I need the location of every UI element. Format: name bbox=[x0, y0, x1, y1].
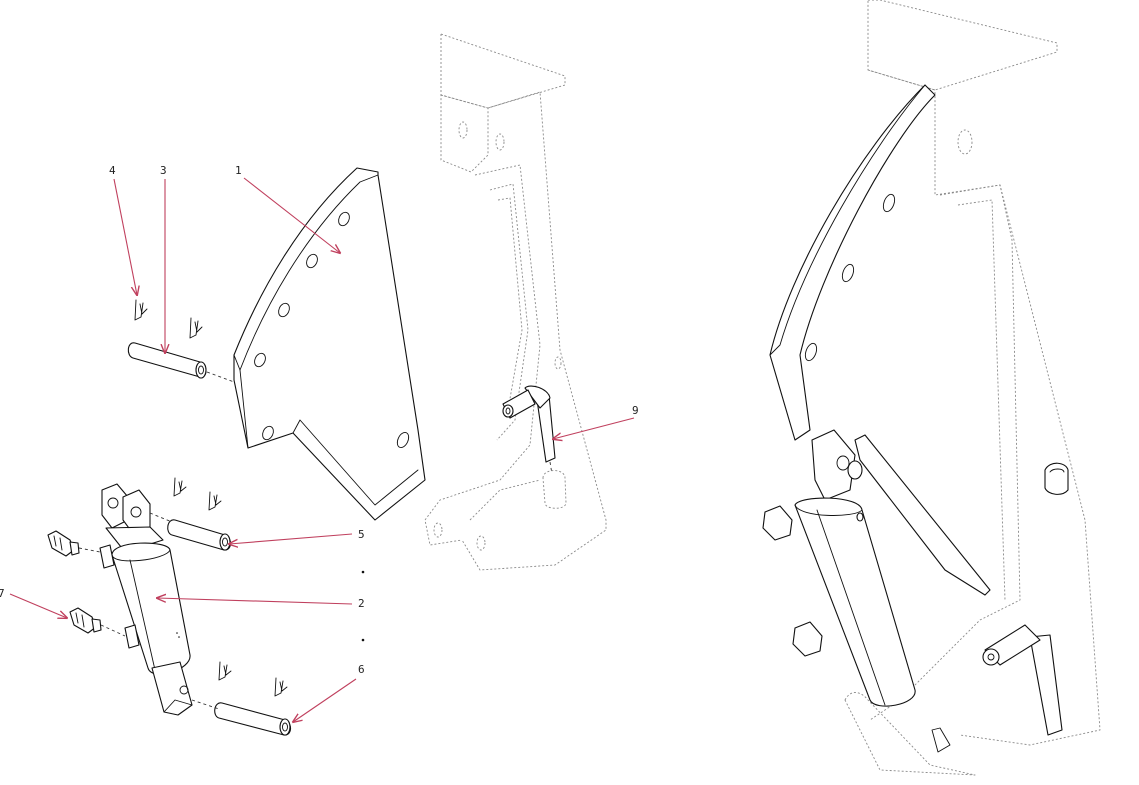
callout-6: 6 bbox=[293, 663, 365, 722]
stack-dot bbox=[361, 638, 365, 642]
callout-4: 4 bbox=[109, 164, 137, 295]
assembled-view bbox=[762, 0, 1101, 776]
callout-label-1: 1 bbox=[235, 164, 242, 177]
exploded-view bbox=[47, 167, 426, 736]
stack-dot bbox=[361, 570, 365, 574]
plate-part-1 bbox=[233, 167, 426, 521]
callout-label-9: 9 bbox=[632, 404, 639, 417]
pin-part-3 bbox=[127, 342, 235, 383]
fitting-part-7 bbox=[47, 530, 126, 637]
callout-3: 3 bbox=[160, 164, 167, 353]
pin-part-6 bbox=[191, 661, 292, 736]
callout-label-2: 2 bbox=[358, 597, 365, 610]
callout-9: 9 bbox=[553, 404, 639, 439]
clip-part-4 bbox=[134, 299, 203, 339]
callout-7: 7 bbox=[0, 587, 67, 618]
callout-label-6: 6 bbox=[358, 663, 365, 676]
callout-label-7: 7 bbox=[0, 587, 5, 600]
callout-1: 1 bbox=[235, 164, 340, 253]
valve-part-9 bbox=[502, 385, 567, 509]
callout-2: 2 bbox=[157, 597, 365, 610]
callout-label-4: 4 bbox=[109, 164, 116, 177]
callout-label-3: 3 bbox=[160, 164, 167, 177]
callout-label-5: 5 bbox=[358, 528, 365, 541]
callout-5: 5 bbox=[229, 528, 365, 544]
callouts: 1 2 3 4 5 6 7 9 bbox=[0, 164, 639, 722]
cylinder-part-2 bbox=[99, 483, 193, 716]
middle-frame-view bbox=[424, 33, 607, 571]
